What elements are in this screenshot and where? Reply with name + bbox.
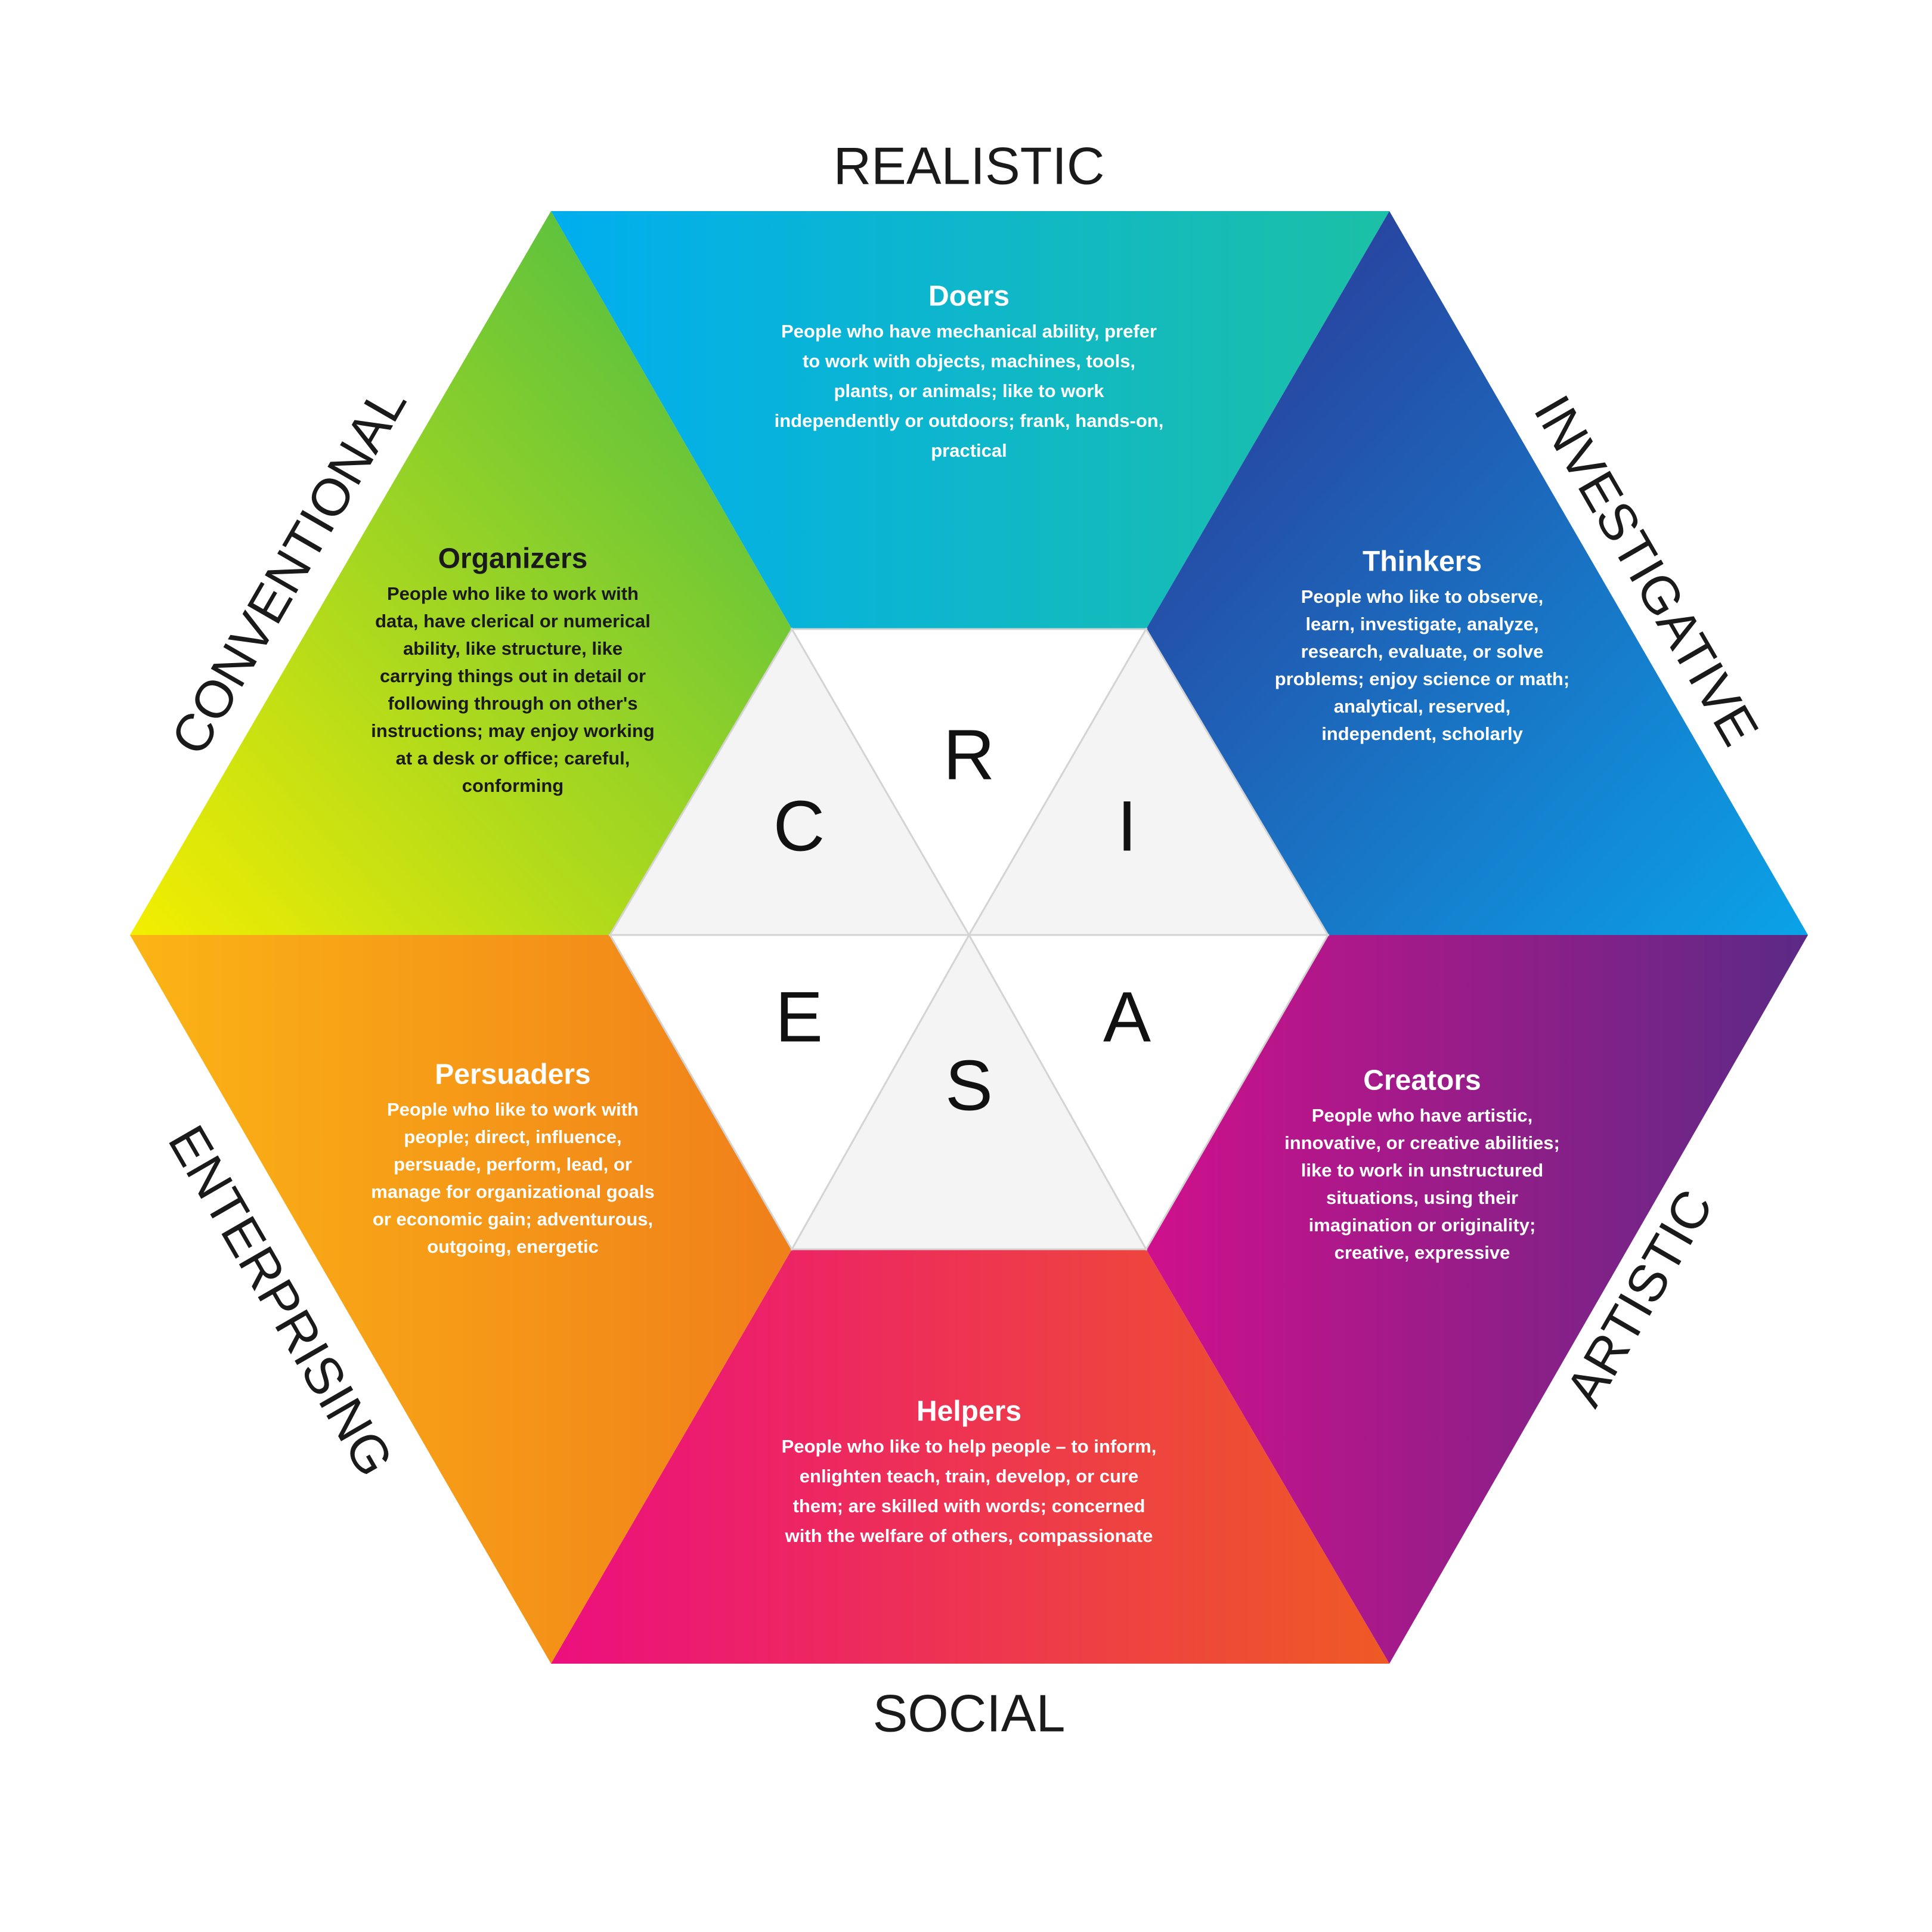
letter-c: C [773, 787, 825, 866]
segment-social [551, 1249, 1389, 1664]
organizers-description-line: People who like to work with [387, 583, 639, 604]
organizers-description-line: data, have clerical or numerical [375, 611, 651, 631]
helpers-title: Helpers [917, 1396, 1021, 1428]
label-social: SOCIAL [873, 1683, 1066, 1742]
persuaders-description-line: people; direct, influence, [404, 1126, 621, 1147]
organizers-description-line: ability, like structure, like [403, 638, 623, 659]
creators-description-line: People who have artistic, [1312, 1105, 1532, 1126]
creators-description-line: like to work in unstructured [1301, 1160, 1544, 1181]
letter-e: E [775, 977, 823, 1057]
doers-title: Doers [928, 281, 1010, 312]
helpers-description-line: enlighten teach, train, develop, or cure [800, 1466, 1138, 1487]
segment-realistic [551, 211, 1389, 629]
creators-description-line: situations, using their [1326, 1187, 1518, 1208]
organizers-description-line: following through on other's [388, 693, 638, 714]
letter-i: I [1117, 787, 1137, 866]
organizers-description-line: instructions; may enjoy working [371, 720, 654, 741]
persuaders-title: Persuaders [435, 1059, 591, 1091]
segment-artistic [1146, 935, 1808, 1664]
thinkers-description-line: analytical, reserved, [1334, 696, 1510, 717]
creators-description-line: innovative, or creative abilities; [1284, 1132, 1560, 1153]
letter-a: A [1103, 977, 1151, 1057]
segment-investigative [1146, 211, 1808, 935]
helpers-description-line: with the welfare of others, compassionat… [785, 1525, 1153, 1546]
creators-description-line: creative, expressive [1335, 1242, 1510, 1263]
persuaders-description-line: People who like to work with [387, 1099, 639, 1120]
doers-description-line: plants, or animals; like to work [834, 380, 1104, 401]
segment-enterprising [130, 935, 792, 1664]
thinkers-title: Thinkers [1363, 546, 1482, 578]
creators-description-line: imagination or originality; [1309, 1215, 1536, 1236]
doers-description-line: People who have mechanical ability, pref… [781, 321, 1157, 342]
doers-description-line: to work with objects, machines, tools, [803, 351, 1135, 371]
organizers-description-line: carrying things out in detail or [380, 665, 646, 686]
persuaders-description-line: outgoing, energetic [427, 1236, 599, 1257]
organizers-description-line: conforming [462, 775, 564, 796]
label-realistic: REALISTIC [834, 136, 1105, 195]
thinkers-description-line: problems; enjoy science or math; [1275, 668, 1569, 689]
helpers-description-line: People who like to help people – to info… [782, 1436, 1157, 1457]
inner-hexagon [608, 627, 1330, 1252]
thinkers-description-line: learn, investigate, analyze, [1305, 614, 1538, 634]
organizers-title: Organizers [438, 543, 588, 575]
persuaders-description-line: manage for organizational goals [371, 1181, 654, 1202]
doers-description-line: independently or outdoors; frank, hands-… [775, 410, 1164, 431]
thinkers-description-line: independent, scholarly [1321, 723, 1523, 744]
organizers-description-line: at a desk or office; careful, [396, 748, 630, 769]
inner-triangle-c [608, 627, 971, 936]
letter-r: R [943, 715, 995, 795]
helpers-description-line: them; are skilled with words; concerned [793, 1496, 1145, 1516]
doers-description-line: practical [931, 440, 1007, 461]
thinkers-description-line: research, evaluate, or solve [1301, 641, 1544, 662]
segment-conventional [130, 211, 792, 935]
persuaders-description-line: persuade, perform, lead, or [394, 1154, 632, 1175]
persuaders-description-line: or economic gain; adventurous, [373, 1209, 653, 1230]
letter-s: S [945, 1046, 993, 1126]
thinkers-description-line: People who like to observe, [1301, 586, 1544, 607]
creators-title: Creators [1363, 1065, 1481, 1097]
